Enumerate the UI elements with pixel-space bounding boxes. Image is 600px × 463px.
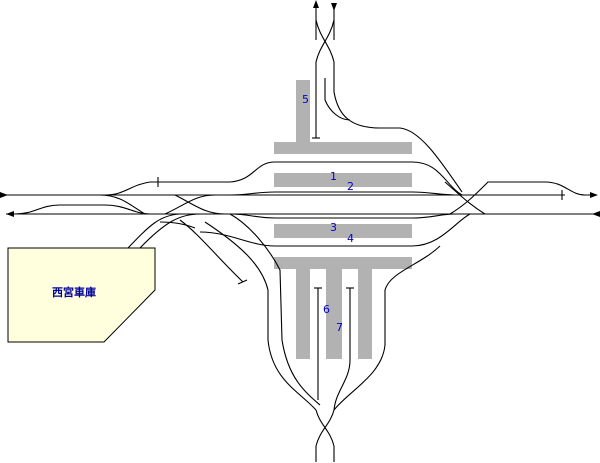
arrow-right-icon: [0, 192, 8, 198]
southwest-siding: [179, 219, 244, 283]
south-branch-west: [204, 221, 317, 411]
platform-number-1: 1: [330, 170, 337, 183]
arrow-right-icon: [590, 192, 598, 198]
platform-number-3: 3: [330, 221, 337, 234]
platform-top-strip: [274, 142, 412, 154]
track-platform-3: [229, 213, 456, 219]
depot-area: [7, 247, 156, 343]
south-east-branch: [333, 245, 441, 411]
depot-lead-3: [159, 221, 196, 229]
platform-number-4: 4: [347, 232, 354, 245]
platform-number-2: 2: [347, 180, 354, 193]
depot-label: 西宮車庫: [52, 285, 96, 299]
north-line-to-east: [333, 62, 463, 193]
platform-6-7-center: [326, 269, 342, 359]
arrow-left-icon: [592, 211, 600, 217]
southwest-siding-stop: [237, 279, 248, 285]
track-platform-2: [229, 191, 456, 196]
west-crossover-b: [99, 194, 146, 215]
arrow-left-icon: [6, 211, 14, 217]
south-branch-lead: [229, 213, 321, 406]
west-crossover-c: [164, 194, 216, 215]
south-crossover-b: [315, 409, 335, 447]
depot-lead-1: [127, 213, 181, 249]
west-crossover-a: [14, 204, 151, 215]
north-crossover-b: [315, 19, 335, 63]
platform-5-block: [296, 80, 310, 142]
island-platform-1-2: [274, 173, 412, 187]
platform-south-left: [296, 269, 310, 359]
platform-bottom-strip: [274, 257, 412, 269]
track-platform-4: [199, 213, 471, 247]
platform-7-to-south: [333, 359, 351, 411]
arrow-up-icon: [313, 0, 319, 8]
platform-south-right: [358, 269, 372, 359]
west-crossover-d: [174, 194, 226, 215]
depot-lead-2: [139, 213, 201, 249]
platform-5-east-lead: [324, 78, 351, 121]
east-crossover-a: [444, 181, 486, 215]
island-platform-3-4: [274, 224, 412, 238]
platform-number-6: 6: [323, 303, 330, 316]
east-crossover-b: [449, 181, 596, 215]
platform-number-5: 5: [302, 93, 309, 106]
arrow-down-icon: [331, 3, 337, 11]
track-platform-1: [104, 161, 463, 196]
platform-number-7: 7: [336, 321, 343, 334]
